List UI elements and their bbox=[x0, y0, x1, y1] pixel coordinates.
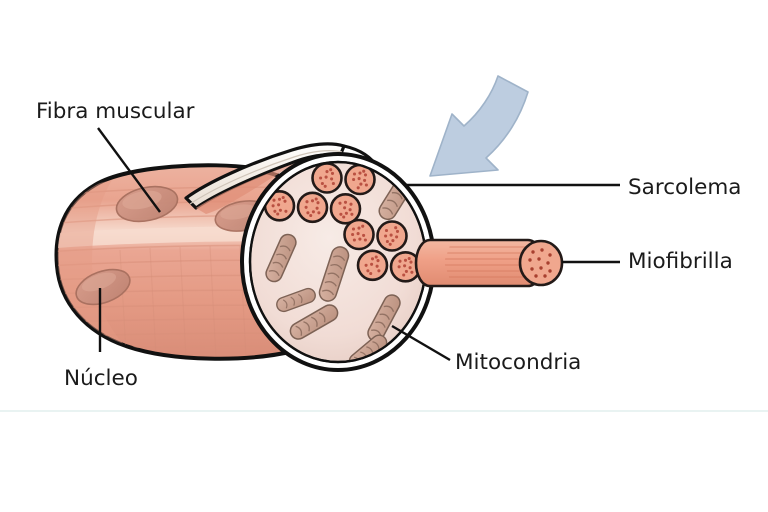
leader-lines bbox=[97, 127, 620, 362]
flap-underside bbox=[196, 163, 296, 214]
labels-group: Fibra muscular Sarcolema Miofibrilla Mit… bbox=[36, 99, 741, 391]
myofibril bbox=[263, 190, 296, 222]
label-mitocondria: Mitocondria bbox=[455, 350, 581, 375]
arrow-shape bbox=[429, 75, 529, 177]
mitochondrion bbox=[265, 233, 297, 283]
label-nucleo: Núcleo bbox=[64, 366, 138, 391]
section-contents bbox=[263, 162, 422, 362]
myofibril bbox=[343, 218, 375, 251]
nucleus-1-highlight bbox=[122, 190, 162, 210]
cross-section bbox=[240, 152, 436, 372]
mitochondrion bbox=[276, 287, 316, 313]
myofibril bbox=[376, 220, 408, 252]
label-miofibrilla: Miofibrilla bbox=[628, 249, 733, 274]
myofibril bbox=[311, 162, 343, 194]
leader-mitocondria bbox=[391, 324, 451, 362]
myofilament-dots bbox=[528, 248, 552, 278]
myofibril bbox=[296, 191, 329, 224]
mitochondrion bbox=[318, 246, 350, 302]
myofibril bbox=[356, 249, 389, 282]
indicator-arrow bbox=[429, 75, 529, 177]
sarcolemma-inner-line bbox=[189, 150, 343, 205]
leader-fibra-muscular bbox=[97, 127, 161, 213]
myofibril bbox=[389, 250, 422, 283]
left-rim-shade bbox=[57, 180, 124, 345]
myofibrils-group bbox=[263, 162, 422, 283]
label-fibra-muscular: Fibra muscular bbox=[36, 99, 195, 124]
label-sarcolema: Sarcolema bbox=[628, 175, 741, 200]
myofibril-face bbox=[518, 239, 564, 287]
nucleus-3-highlight bbox=[81, 272, 117, 292]
extracted-myofibril bbox=[414, 238, 564, 288]
myofibril bbox=[329, 193, 362, 225]
mitochondrion bbox=[289, 304, 339, 340]
nucleus-2-highlight bbox=[220, 204, 256, 220]
